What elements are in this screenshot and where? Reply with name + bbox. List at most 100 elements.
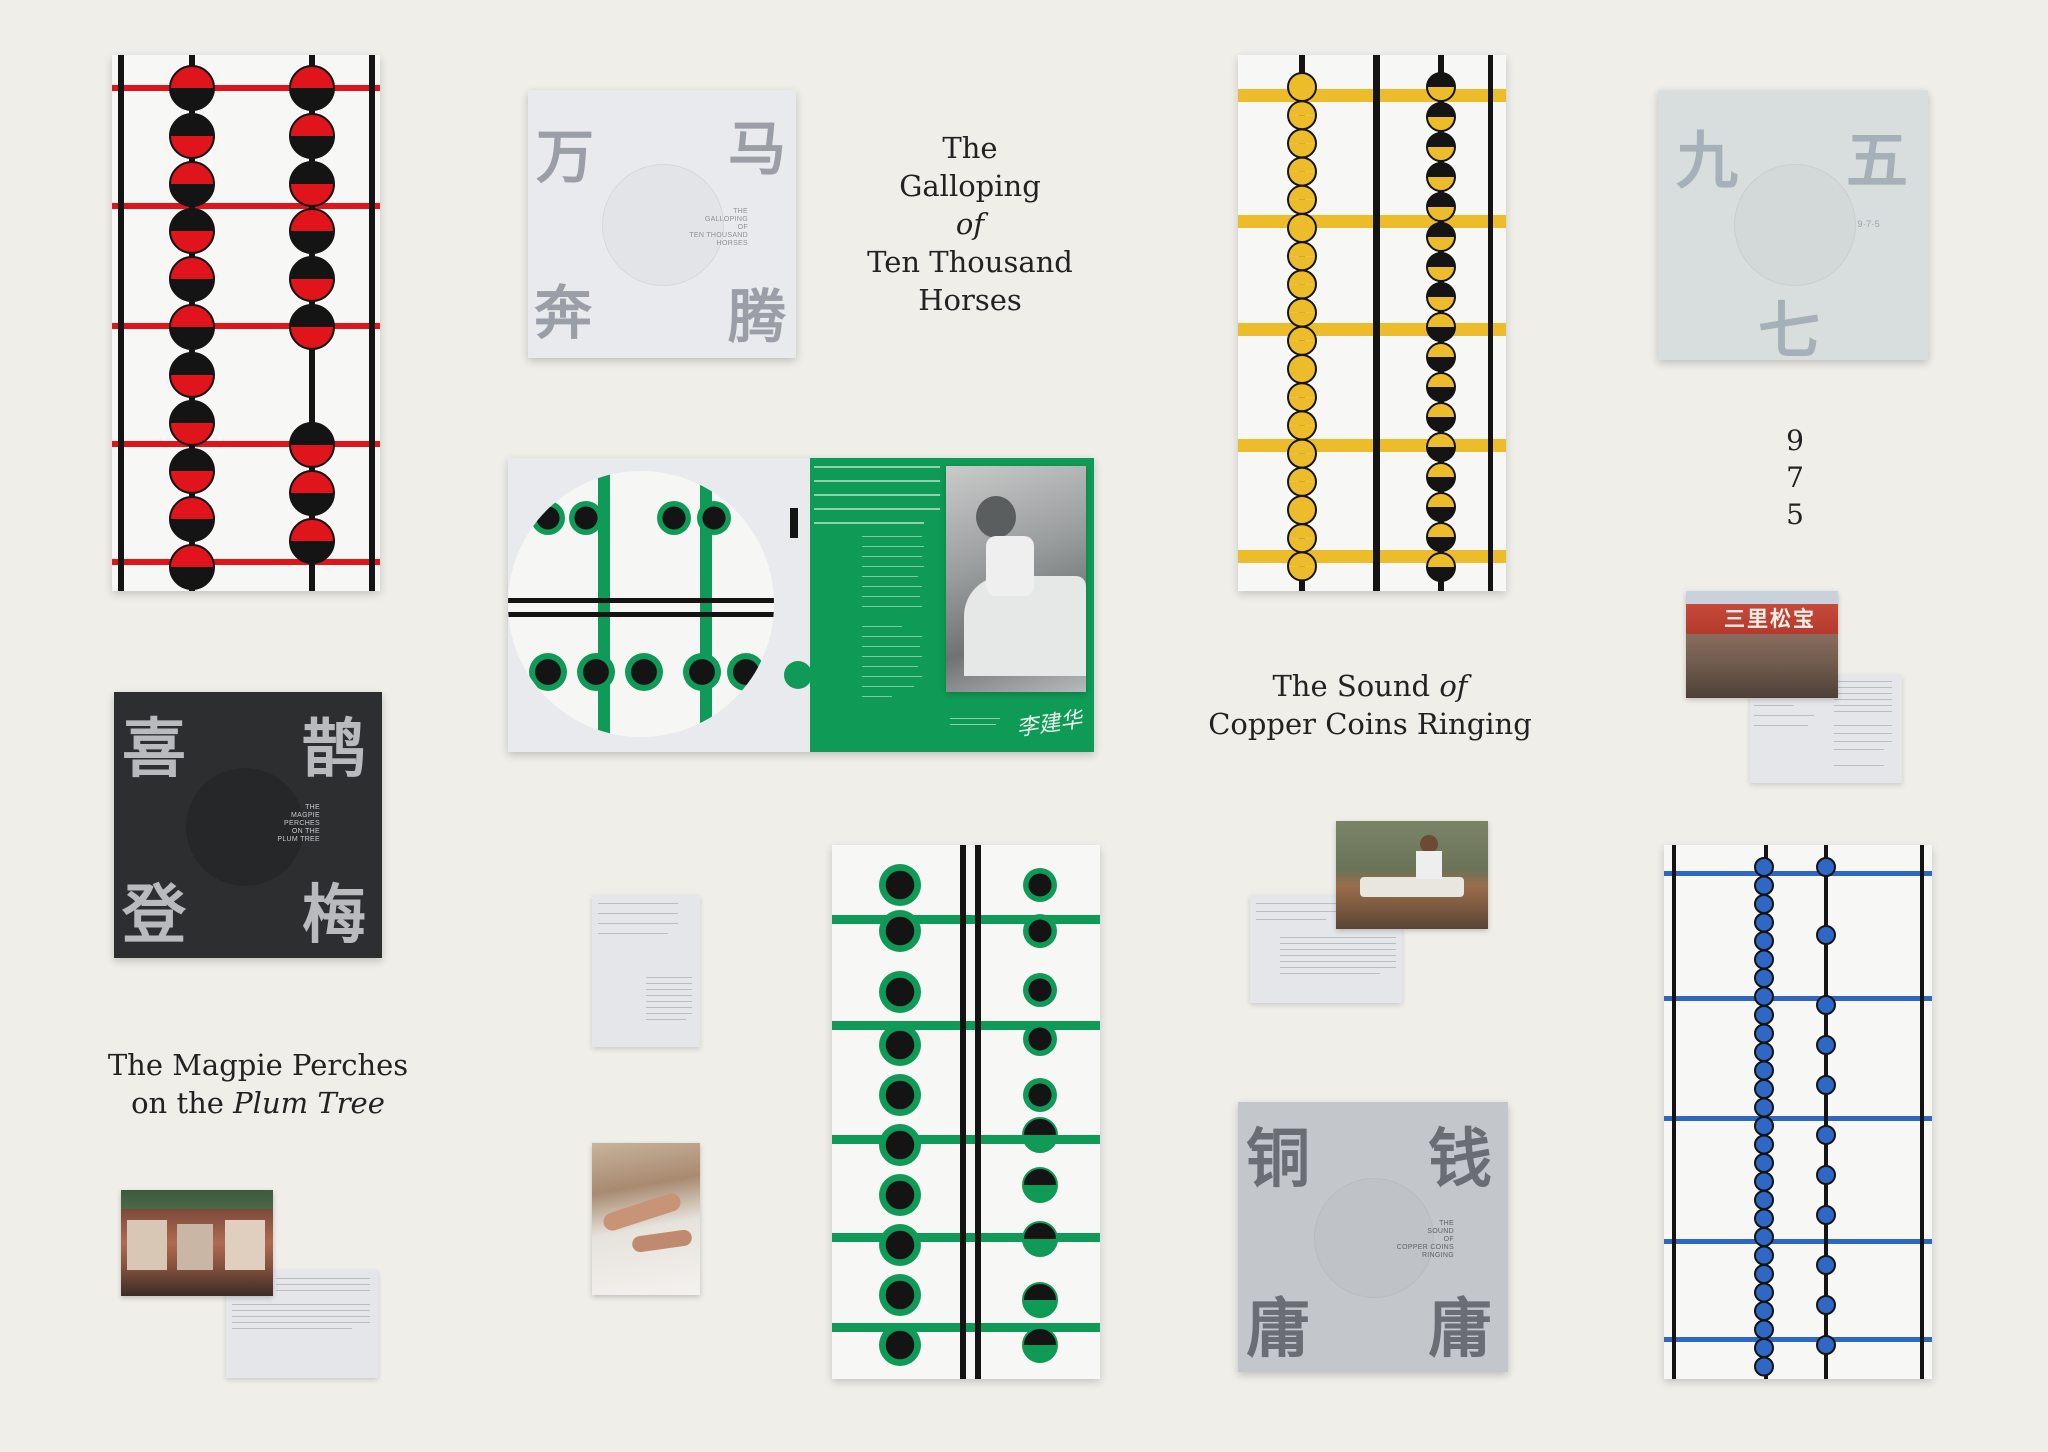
signature: 李建华	[1014, 707, 1084, 742]
red-bead-1-7	[289, 470, 335, 516]
yellow-bead-r-14	[1426, 492, 1456, 522]
red-bead-0-4	[169, 256, 215, 302]
magpie-line-1: The Magpie Perches	[107, 1048, 409, 1082]
red-bead-1-8	[289, 518, 335, 564]
red-abacus-pattern	[112, 55, 380, 591]
gatefold-right-panel: 李建华	[810, 458, 1094, 752]
red-bead-1-2	[289, 161, 335, 207]
yellow-bead-l-8	[1287, 297, 1317, 328]
char-que: 鹊	[302, 713, 366, 787]
yellow-bead-l-4	[1287, 184, 1317, 215]
green-bead-r-0	[1023, 868, 1057, 902]
gate-bead-bot-3	[683, 653, 721, 691]
gate-bead-bot-4	[727, 653, 765, 691]
blue-bead-r-9	[1816, 1295, 1836, 1315]
digit-5: 5	[1786, 498, 1804, 531]
red-bead-1-6	[289, 422, 335, 468]
blue-bead-c-24	[1754, 1301, 1774, 1321]
copper-record-sleeve: 铜 钱 庸 庸 THE SOUND OF COPPER COINS RINGIN…	[1238, 1102, 1508, 1372]
yellow-bead-l-15	[1287, 495, 1317, 525]
green-bead-l-3	[879, 1024, 921, 1066]
char-mei: 梅	[302, 879, 366, 953]
green-bead-r-7	[1022, 1221, 1058, 1257]
yellow-bead-r-2	[1426, 132, 1456, 162]
yellow-bead-l-5	[1287, 213, 1317, 243]
yellow-bead-r-9	[1426, 342, 1456, 372]
char-wan: 万	[536, 123, 595, 191]
blue-bead-c-8	[1754, 1005, 1774, 1025]
red-bead-0-8	[169, 448, 215, 494]
digit-9: 9	[1786, 424, 1804, 457]
blue-bead-c-20	[1754, 1227, 1774, 1247]
sleeve-caption: THE SOUND OF COPPER COINS RINGING	[1396, 1220, 1454, 1259]
gate-bead-bot-1	[577, 653, 615, 691]
blue-bead-r-5	[1816, 1125, 1836, 1145]
green-bead-l-6	[879, 1174, 921, 1216]
green-bead-l-4	[879, 1074, 921, 1116]
yellow-bead-l-3	[1287, 156, 1317, 187]
char-tong: 铜	[1246, 1123, 1310, 1197]
gate-bead-bot-2	[625, 653, 663, 691]
blue-bead-c-21	[1754, 1245, 1774, 1266]
blue-bead-c-15	[1754, 1134, 1774, 1155]
red-bead-0-0	[169, 65, 215, 111]
blue-bead-r-0	[1816, 857, 1836, 877]
green-bead-r-8	[1022, 1282, 1058, 1318]
blue-bead-c-10	[1754, 1042, 1774, 1062]
green-bead-r-9	[1022, 1327, 1058, 1363]
yellow-bead-l-11	[1287, 382, 1317, 413]
green-bead-l-8	[879, 1274, 921, 1316]
green-bead-l-1	[879, 910, 921, 952]
blue-bead-c-18	[1754, 1190, 1774, 1210]
yellow-abacus-pattern	[1238, 55, 1506, 591]
galloping-line-5: Horses	[918, 283, 1022, 317]
shop-sign-text: 三里松宝	[1724, 607, 1816, 631]
nine-seven-five-title: 9 7 5	[1770, 422, 1820, 533]
yellow-bead-r-7	[1426, 282, 1456, 312]
sleeve-disc-emboss	[186, 768, 304, 886]
char-deng: 登	[122, 879, 186, 953]
char-yong-2: 庸	[1428, 1293, 1492, 1367]
gate-bead-top-3	[697, 501, 731, 535]
red-abacus-towel	[112, 55, 380, 591]
yellow-bead-l-1	[1287, 100, 1317, 131]
gate-bead-top-2	[657, 501, 691, 535]
magpie-line-2a: on the	[131, 1086, 234, 1120]
bathhouse-storefront-photo: 三里松宝	[1686, 591, 1838, 698]
blue-bead-r-8	[1816, 1255, 1836, 1275]
blue-bead-c-9	[1754, 1023, 1774, 1044]
blue-bead-c-12	[1754, 1079, 1774, 1099]
magpie-line-2b: Plum Tree	[233, 1086, 385, 1120]
yellow-bead-r-12	[1426, 432, 1456, 462]
galloping-line-3: of	[955, 207, 985, 241]
gatefold-masseur-photo	[946, 466, 1086, 692]
blue-bead-r-4	[1816, 1075, 1836, 1095]
blue-bead-c-26	[1754, 1338, 1774, 1358]
yellow-bead-r-0	[1426, 72, 1456, 102]
massage-hands-photo	[592, 1143, 700, 1295]
blue-bead-r-3	[1816, 1035, 1836, 1055]
red-bead-0-7	[169, 400, 215, 446]
red-bead-1-5	[289, 304, 335, 350]
red-bead-0-9	[169, 496, 215, 542]
green-bead-l-5	[879, 1124, 921, 1166]
magpie-title: The Magpie Perches on the Plum Tree	[98, 1046, 418, 1122]
gatefold-left-panel	[508, 458, 810, 752]
char-wu: 五	[1846, 124, 1909, 197]
char-qi: 七	[1758, 294, 1821, 367]
sleeve-disc-emboss	[1314, 1178, 1434, 1298]
blue-bead-c-5	[1754, 949, 1774, 970]
green-bead-r-3	[1023, 1022, 1057, 1056]
copper-title: The Sound of Copper Coins Ringing	[1200, 667, 1540, 743]
sleeve-caption: THE MAGPIE PERCHES ON THE PLUM TREE	[277, 804, 320, 843]
blue-bead-c-13	[1754, 1097, 1774, 1118]
char-teng: 腾	[728, 283, 787, 351]
red-bead-0-5	[169, 304, 215, 350]
blue-bead-c-4	[1754, 931, 1774, 951]
galloping-title: The Galloping of Ten Thousand Horses	[835, 129, 1105, 319]
blue-bead-r-1	[1816, 925, 1836, 945]
yellow-bead-l-17	[1287, 551, 1317, 582]
yellow-bead-r-13	[1426, 462, 1456, 492]
blue-bead-c-16	[1754, 1153, 1774, 1173]
yellow-bead-l-13	[1287, 438, 1317, 469]
